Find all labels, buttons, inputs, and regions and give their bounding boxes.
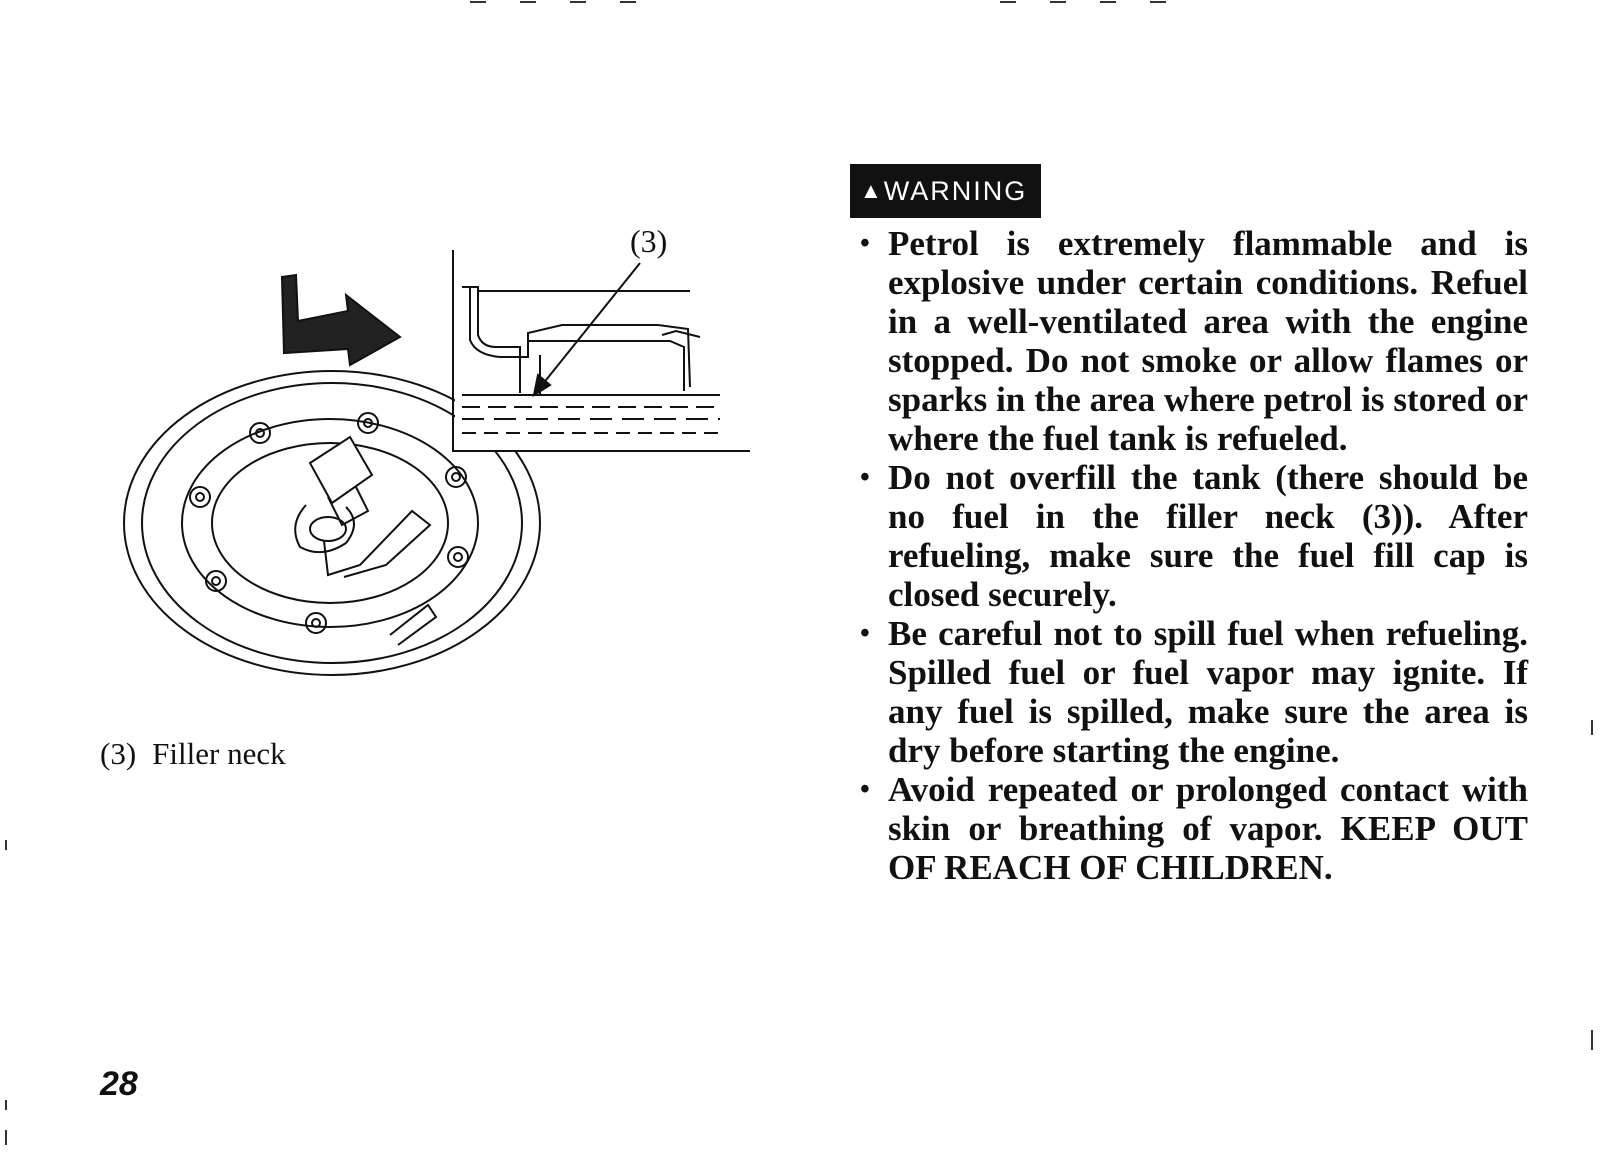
warning-item-text: Avoid repeated or prolonged contact with… bbox=[888, 770, 1528, 887]
warning-item: •Avoid repeated or prolonged contact wit… bbox=[860, 770, 1528, 887]
key-in-lock bbox=[294, 435, 432, 578]
warning-item-text: Petrol is extremely flammable and is exp… bbox=[888, 224, 1528, 458]
warning-list: •Petrol is extremely flammable and is ex… bbox=[860, 224, 1528, 887]
warning-badge-text: WARNING bbox=[883, 175, 1028, 206]
warning-item: •Be careful not to spill fuel when refue… bbox=[860, 614, 1528, 770]
fuel-cap-illustration: (3) bbox=[110, 225, 750, 695]
bolt-heads bbox=[189, 412, 469, 634]
open-direction-arrow bbox=[280, 273, 402, 367]
inset-frame bbox=[452, 250, 750, 452]
warning-badge: ▲ WARNING bbox=[850, 164, 1042, 218]
warning-triangle-icon: ▲ bbox=[860, 178, 882, 203]
figure-caption: (3) Filler neck bbox=[100, 736, 286, 772]
warning-item-text: Be careful not to spill fuel when refuel… bbox=[888, 614, 1528, 770]
caption-number: (3) bbox=[100, 736, 137, 771]
warning-item: •Petrol is extremely flammable and is ex… bbox=[860, 224, 1528, 458]
caption-text: Filler neck bbox=[152, 736, 286, 771]
warning-item: •Do not overfill the tank (there should … bbox=[860, 458, 1528, 614]
fuel-tank-diagram bbox=[123, 250, 750, 676]
warning-item-text: Do not overfill the tank (there should b… bbox=[888, 458, 1528, 614]
callout-leader bbox=[533, 262, 641, 396]
filler-neck-section bbox=[462, 286, 720, 434]
page-number: 28 bbox=[100, 1065, 138, 1103]
callout-label: (3) bbox=[630, 223, 668, 259]
